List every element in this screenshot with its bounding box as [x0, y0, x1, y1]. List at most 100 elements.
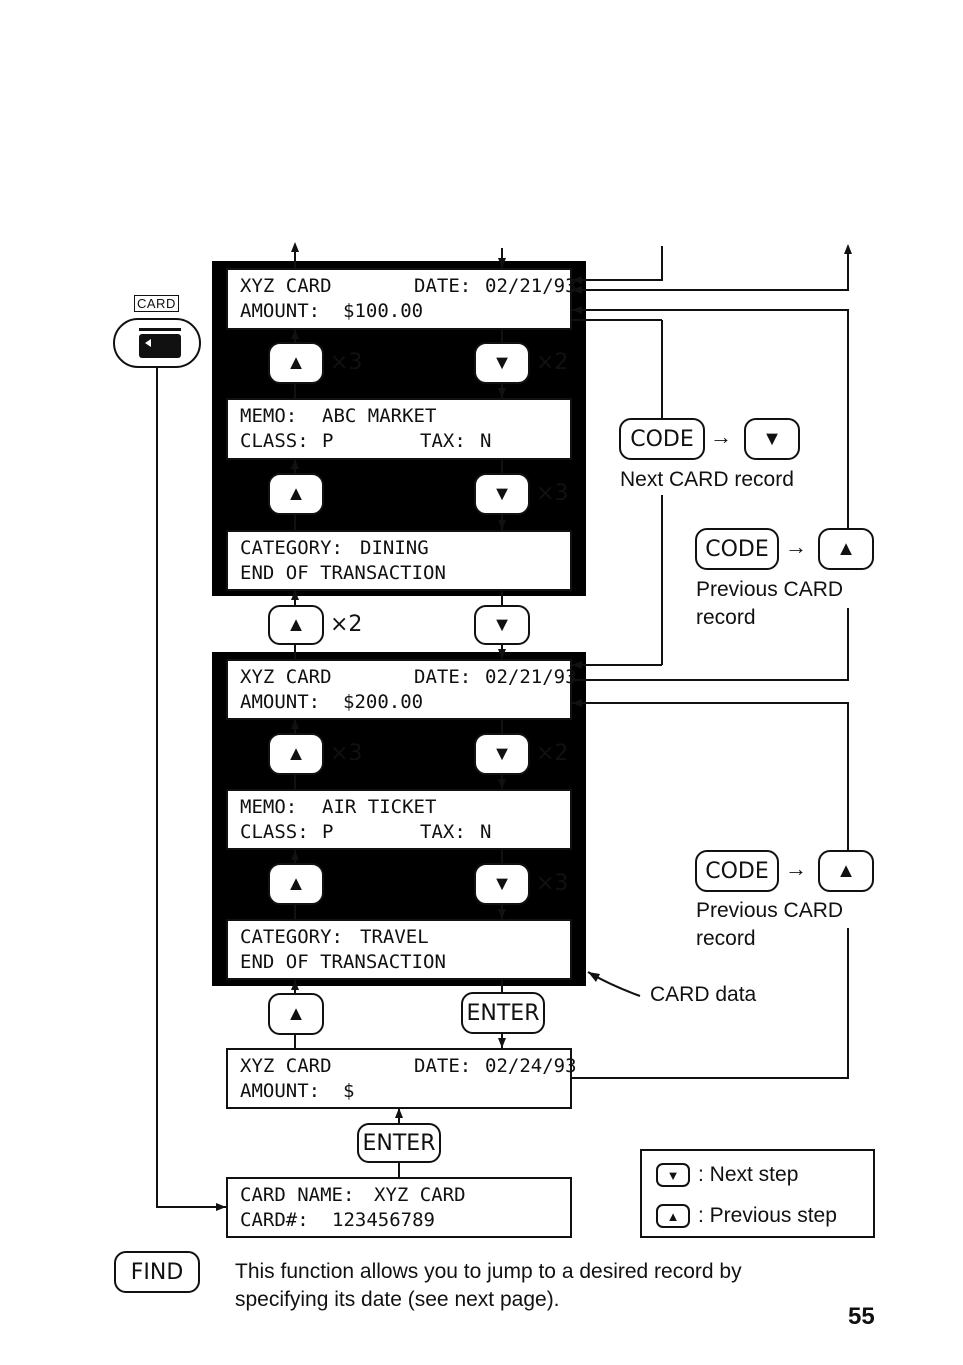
- card-key-bar: [139, 328, 181, 331]
- legend-next-label: : Next step: [698, 1163, 799, 1186]
- end-of-transaction-text: END OF TRANSACTION: [240, 951, 446, 973]
- description-line: This function allows you to jump to a de…: [235, 1260, 742, 1283]
- amount-label: AMOUNT:: [240, 1080, 321, 1102]
- down-key[interactable]: ▼: [474, 342, 530, 384]
- multiplier: ×3: [330, 741, 363, 766]
- up-key[interactable]: ▲: [268, 993, 324, 1035]
- end-of-transaction-text: END OF TRANSACTION: [240, 562, 446, 584]
- card-name-text: XYZ CARD: [240, 275, 332, 297]
- down-arrow-icon: ▼: [492, 352, 512, 374]
- card-name-text: XYZ CARD: [240, 666, 332, 688]
- legend-box: ▼ : Next step ▲ : Previous step: [640, 1149, 875, 1238]
- enter-key[interactable]: ENTER: [461, 992, 545, 1034]
- find-description: This function allows you to jump to a de…: [235, 1258, 742, 1314]
- card-name-value: XYZ CARD: [374, 1184, 466, 1206]
- up-arrow-icon: ▲: [286, 614, 306, 636]
- down-key[interactable]: ▼: [474, 863, 530, 905]
- legend-next: ▼ : Next step: [656, 1163, 798, 1187]
- class-value: P: [322, 821, 334, 843]
- tax-label: TAX:: [420, 430, 466, 452]
- screen-card-info: CARD NAME:XYZ CARD CARD#:123456789: [226, 1177, 572, 1238]
- class-value: P: [322, 430, 334, 452]
- then-arrow-icon: →: [785, 856, 807, 881]
- code-key[interactable]: CODE: [695, 850, 779, 892]
- multiplier: ×3: [536, 871, 569, 896]
- down-key[interactable]: ▼: [474, 605, 530, 645]
- multiplier: ×3: [330, 350, 363, 375]
- up-arrow-icon: ▲: [836, 538, 856, 560]
- legend-previous: ▲ : Previous step: [656, 1204, 837, 1228]
- down-key[interactable]: ▼: [474, 733, 530, 775]
- multiplier: ×2: [536, 350, 569, 375]
- description-line: specifying its date (see next page).: [235, 1288, 560, 1311]
- card-key-icon: [139, 334, 181, 358]
- up-key[interactable]: ▲: [268, 733, 324, 775]
- label-line: Previous CARD: [696, 899, 844, 922]
- multiplier: ×2: [536, 741, 569, 766]
- tax-label: TAX:: [420, 821, 466, 843]
- down-arrow-icon: ▼: [492, 873, 512, 895]
- date-label: DATE:: [414, 1055, 472, 1077]
- screen-record1-category: CATEGORY:DINING END OF TRANSACTION: [226, 530, 572, 591]
- up-key[interactable]: ▲: [818, 850, 874, 892]
- up-key[interactable]: ▲: [268, 863, 324, 905]
- multiplier: ×3: [536, 481, 569, 506]
- up-arrow-icon: ▲: [656, 1204, 690, 1228]
- down-arrow-icon: ▼: [492, 743, 512, 765]
- memo-label: MEMO:: [240, 796, 298, 818]
- up-key[interactable]: ▲: [268, 342, 324, 384]
- then-arrow-icon: →: [785, 534, 807, 559]
- down-arrow-icon: ▼: [656, 1163, 690, 1187]
- date-value: 02/24/93: [485, 1055, 577, 1077]
- up-key[interactable]: ▲: [818, 528, 874, 570]
- amount-label: AMOUNT:: [240, 300, 321, 322]
- find-key[interactable]: FIND: [114, 1251, 200, 1293]
- card-data-label: CARD data: [650, 983, 757, 1006]
- then-arrow-icon: →: [710, 424, 732, 449]
- enter-key[interactable]: ENTER: [357, 1123, 441, 1163]
- up-arrow-icon: ▲: [286, 483, 306, 505]
- next-card-record-label: Next CARD record: [620, 468, 794, 491]
- code-key[interactable]: CODE: [619, 418, 705, 460]
- card-name-label: CARD NAME:: [240, 1184, 355, 1206]
- label-line: record: [696, 606, 756, 629]
- card-key-button[interactable]: [113, 318, 201, 368]
- down-key[interactable]: ▼: [744, 418, 800, 460]
- screen-record2-memo: MEMO: AIR TICKET CLASS: P TAX: N: [226, 789, 572, 850]
- up-arrow-icon: ▲: [286, 873, 306, 895]
- multiplier: ×2: [330, 612, 363, 637]
- code-key[interactable]: CODE: [695, 528, 779, 570]
- class-label: CLASS:: [240, 821, 309, 843]
- up-key[interactable]: ▲: [268, 605, 324, 645]
- memo-value: AIR TICKET: [322, 796, 437, 818]
- card-name-text: XYZ CARD: [240, 1055, 332, 1077]
- category-value: DINING: [360, 537, 429, 559]
- label-line: record: [696, 927, 756, 950]
- down-arrow-icon: ▼: [492, 483, 512, 505]
- date-value: 02/21/93: [485, 666, 577, 688]
- up-arrow-icon: ▲: [286, 1003, 306, 1025]
- down-arrow-icon: ▼: [492, 614, 512, 636]
- class-label: CLASS:: [240, 430, 309, 452]
- card-number-label: CARD#:: [240, 1209, 309, 1231]
- amount-value: $200.00: [343, 691, 424, 713]
- tax-value: N: [480, 821, 492, 843]
- legend-previous-label: : Previous step: [698, 1204, 837, 1227]
- date-label: DATE:: [414, 666, 472, 688]
- category-value: TRAVEL: [360, 926, 429, 948]
- previous-card-record-label: Previous CARD record: [696, 576, 843, 632]
- up-arrow-icon: ▲: [836, 860, 856, 882]
- memo-value: ABC MARKET: [322, 405, 437, 427]
- screen-record2-category: CATEGORY:TRAVEL END OF TRANSACTION: [226, 919, 572, 980]
- screen-record1-memo: MEMO: ABC MARKET CLASS: P TAX: N: [226, 398, 572, 460]
- up-arrow-icon: ▲: [286, 743, 306, 765]
- tax-value: N: [480, 430, 492, 452]
- label-line: Previous CARD: [696, 578, 844, 601]
- up-key[interactable]: ▲: [268, 473, 324, 515]
- memo-label: MEMO:: [240, 405, 298, 427]
- down-arrow-icon: ▼: [762, 428, 782, 450]
- down-key[interactable]: ▼: [474, 473, 530, 515]
